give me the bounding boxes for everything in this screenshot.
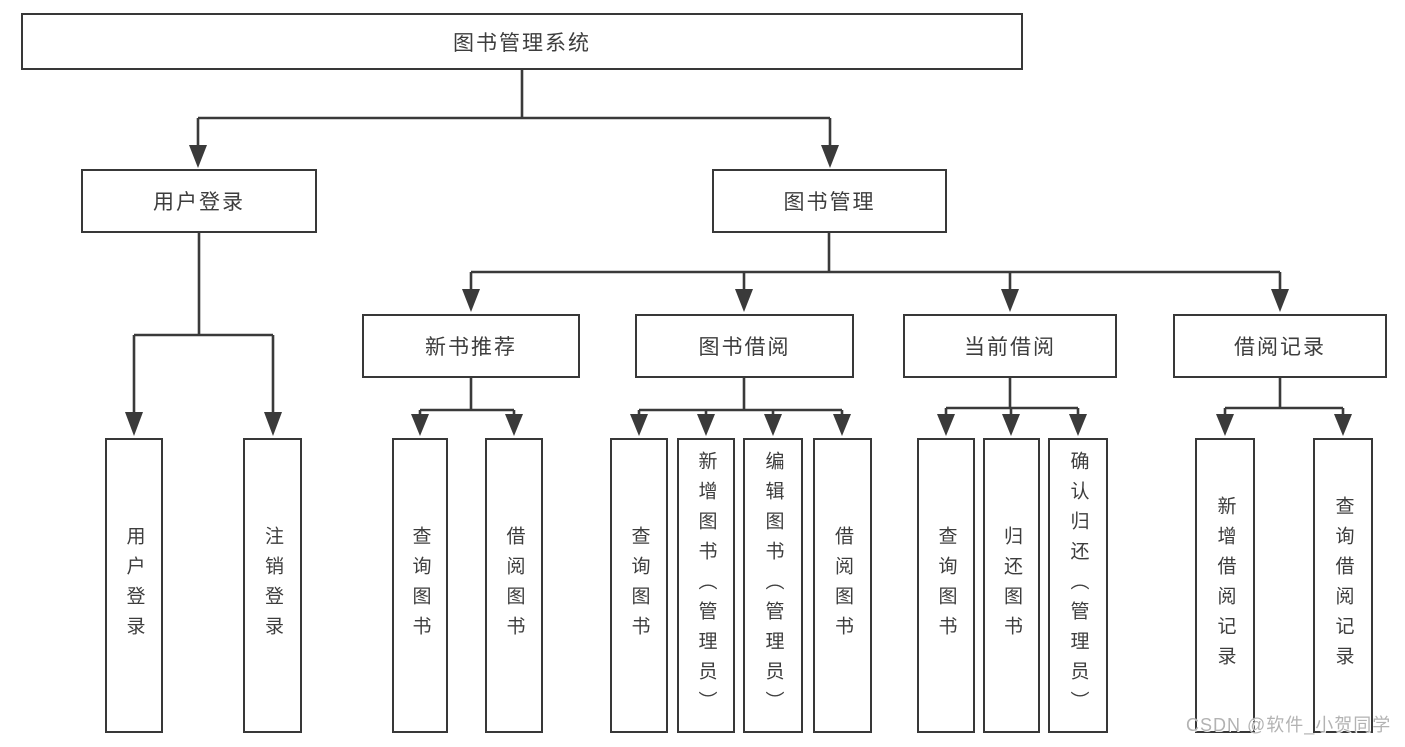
node-user-login: 用户登录: [81, 169, 317, 233]
node-borrowing-records-label: 借阅记录: [1234, 336, 1326, 359]
leaf-user-login: 用户登录: [105, 438, 163, 733]
leaf-query-books-borrowing-label: 查询图书: [628, 525, 650, 646]
node-new-book-recommendation-label: 新书推荐: [425, 336, 517, 359]
node-current-borrowing: 当前借阅: [903, 314, 1117, 378]
node-user-login-label: 用户登录: [153, 191, 245, 214]
leaf-user-login-label: 用户登录: [123, 525, 145, 646]
node-new-book-recommendation: 新书推荐: [362, 314, 580, 378]
leaf-confirm-return-admin: 确认归还（管理员）: [1048, 438, 1108, 733]
leaf-return-books-label: 归还图书: [1001, 525, 1022, 646]
leaf-query-books-current: 查询图书: [917, 438, 975, 733]
leaf-query-books-borrowing: 查询图书: [610, 438, 668, 733]
node-current-borrowing-label: 当前借阅: [964, 336, 1056, 359]
leaf-return-books: 归还图书: [983, 438, 1040, 733]
leaf-edit-books-admin-label: 编辑图书（管理员）: [762, 450, 784, 721]
node-root: 图书管理系统: [21, 13, 1023, 70]
leaf-add-books-admin: 新增图书（管理员）: [677, 438, 735, 733]
leaf-logout-login-label: 注销登录: [262, 525, 283, 646]
csdn-watermark: CSDN @软件_小贺同学: [1186, 715, 1392, 735]
leaf-confirm-return-admin-label: 确认归还（管理员）: [1067, 450, 1089, 721]
leaf-borrow-books-borrowing-label: 借阅图书: [832, 525, 853, 646]
node-book-borrowing-label: 图书借阅: [698, 336, 791, 359]
leaf-query-borrow-record: 查询借阅记录: [1313, 438, 1373, 733]
leaf-add-borrow-record-label: 新增借阅记录: [1214, 495, 1236, 676]
leaf-borrow-books-borrowing: 借阅图书: [813, 438, 872, 733]
leaf-logout-login: 注销登录: [243, 438, 302, 733]
leaf-add-borrow-record: 新增借阅记录: [1195, 438, 1255, 733]
leaf-add-books-admin-label: 新增图书（管理员）: [695, 450, 717, 721]
leaf-query-books-recommend-label: 查询图书: [409, 525, 431, 646]
node-book-management-label: 图书管理: [783, 191, 876, 214]
leaf-borrow-books-recommend-label: 借阅图书: [503, 525, 525, 646]
leaf-query-books-current-label: 查询图书: [935, 525, 957, 646]
node-book-management: 图书管理: [712, 169, 947, 233]
node-root-label: 图书管理系统: [453, 31, 591, 55]
node-borrowing-records: 借阅记录: [1173, 314, 1387, 378]
leaf-query-books-recommend: 查询图书: [392, 438, 448, 733]
leaf-query-borrow-record-label: 查询借阅记录: [1332, 495, 1354, 676]
leaf-borrow-books-recommend: 借阅图书: [485, 438, 543, 733]
node-book-borrowing: 图书借阅: [635, 314, 854, 378]
leaf-edit-books-admin: 编辑图书（管理员）: [743, 438, 803, 733]
